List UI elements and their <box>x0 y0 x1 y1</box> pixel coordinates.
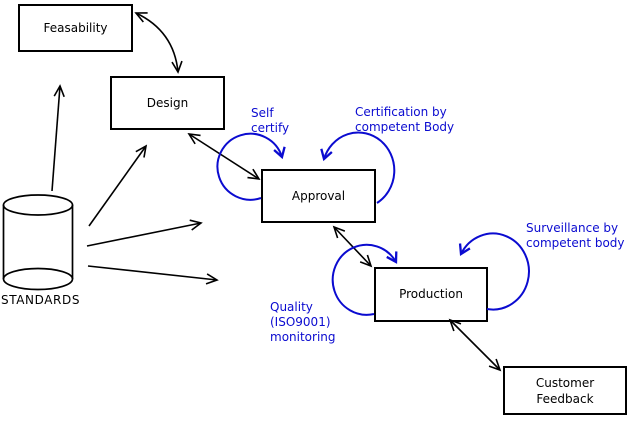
node-production-label: Production <box>399 287 463 301</box>
connector-production-customer-feedback <box>448 318 502 372</box>
node-customer-feedback: Customer Feedback <box>503 366 627 415</box>
node-approval-label: Approval <box>291 188 346 203</box>
node-feasability-label: Feasability <box>43 20 108 35</box>
arrow-standards-to-feasability <box>51 84 65 192</box>
node-production: Production <box>374 267 488 322</box>
annotation-surveillance-line2: competent body <box>526 236 625 250</box>
node-feasability: Feasability <box>18 4 133 52</box>
annotation-quality-line2: (ISO9001) <box>270 315 331 329</box>
cylinder-bottom-ellipse <box>2 267 74 291</box>
node-design: Design <box>110 76 225 130</box>
node-approval: Approval <box>261 169 376 223</box>
connector-design-approval <box>187 132 261 181</box>
arrow-standards-to-design <box>88 144 148 227</box>
standards-cylinder <box>2 194 74 291</box>
annotation-quality-monitoring: Quality (ISO9001) monitoring <box>270 300 336 345</box>
connector-feasability-design <box>134 12 183 74</box>
annotation-self-certify-line2: certify <box>251 121 290 135</box>
node-customer-feedback-label-line2: Feedback <box>536 391 594 406</box>
annotation-surveillance-line1: Surveillance by <box>526 221 619 235</box>
node-design-label: Design <box>146 95 189 110</box>
node-customer-feedback-label-line1: Customer <box>535 375 595 390</box>
annotation-certification-line1: Certification by <box>355 105 447 119</box>
connector-approval-production <box>332 225 373 268</box>
annotation-certification-line2: competent Body <box>355 120 455 134</box>
annotation-self-certify: Self certify <box>251 106 289 136</box>
annotation-certification: Certification by competent Body <box>355 105 454 135</box>
annotation-self-certify-line1: Self <box>251 106 274 120</box>
arrow-standards-to-production <box>87 265 219 285</box>
cylinder-top-ellipse <box>2 194 74 216</box>
datastore-label: STANDARDS <box>1 293 81 307</box>
arrow-standards-to-approval <box>86 219 203 247</box>
annotation-surveillance: Surveillance by competent body <box>526 221 625 251</box>
annotation-quality-line1: Quality <box>270 300 313 314</box>
annotation-quality-line3: monitoring <box>270 330 336 344</box>
